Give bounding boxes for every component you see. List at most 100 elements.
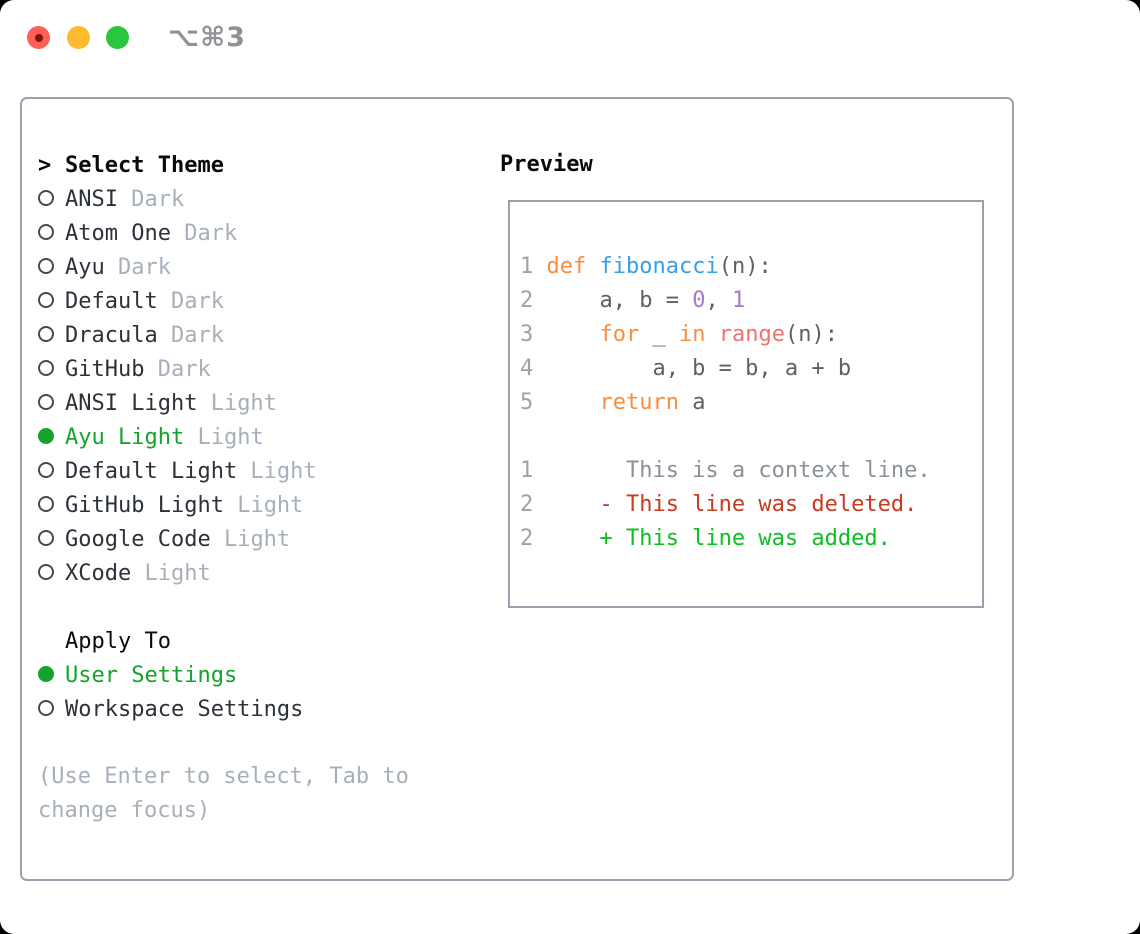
theme-variant-label: Light [197,390,277,416]
radio-unselected-icon [38,221,65,246]
radio-unselected-icon [38,289,65,314]
radio-unselected-icon [38,255,65,280]
option-label: Google Code [65,526,211,552]
radio-selected-icon [38,425,65,450]
apply-to-header: Apply To [38,624,484,658]
theme-option[interactable]: Dracula Dark [38,318,484,352]
code-line [520,420,982,454]
theme-option[interactable]: GitHub Dark [38,352,484,386]
theme-option[interactable]: GitHub Light Light [38,488,484,522]
theme-option[interactable]: ANSI Light Light [38,386,484,420]
theme-variant-label: Light [237,458,317,484]
line-number: 4 [520,356,534,381]
theme-option[interactable]: Default Dark [38,284,484,318]
apply-to-option[interactable]: Workspace Settings [38,692,484,726]
theme-variant-label: Dark [117,186,185,212]
code-line: 2 + This line was added. [520,522,982,556]
code-token: return [599,390,679,415]
theme-variant-label: Dark [104,254,171,280]
radio-selected-icon [38,663,65,688]
code-token: 1 [731,288,746,313]
help-text: (Use Enter to select, Tab to change focu… [38,764,409,823]
option-label: Dracula [65,322,158,348]
code-token: def [546,254,587,279]
code-token: - This line was deleted. [546,492,918,517]
option-label: Ayu [65,254,105,280]
code-token: for [599,322,640,347]
code-token: _ [639,322,679,347]
theme-option[interactable]: Ayu Dark [38,250,484,284]
theme-option[interactable]: XCode Light [38,556,484,590]
radio-unselected-icon [38,697,65,722]
select-theme-header: > Select Theme [38,148,484,182]
line-number: 1 [520,254,534,279]
code-token: in [678,322,706,347]
code-token [546,390,599,415]
code-line: 2 - This line was deleted. [520,488,982,522]
radio-unselected-icon [38,323,65,348]
radio-unselected-icon [38,357,65,382]
theme-variant-label: Dark [170,220,238,246]
code-token: This is a context line. [546,458,931,483]
theme-variant-label: Light [223,492,304,518]
option-label: Atom One [65,220,171,246]
code-line: 1 This is a context line. [520,454,982,488]
theme-variant-label: Light [210,526,291,552]
line-number: 2 [520,288,534,313]
code-token: a, b = b, a + b [546,356,852,381]
radio-unselected-icon [38,187,65,212]
theme-variant-label: Light [184,424,264,450]
line-number: 3 [520,322,534,347]
theme-option[interactable]: Default Light Light [38,454,484,488]
code-token [705,322,718,347]
close-button[interactable] [27,26,50,49]
radio-unselected-icon [38,459,65,484]
theme-variant-label: Light [131,560,211,586]
code-token [586,254,599,279]
option-label: Workspace Settings [65,696,304,722]
option-label: GitHub Light [65,492,224,518]
option-label: GitHub [65,356,145,382]
spacer [38,726,484,760]
radio-unselected-icon [38,493,65,518]
focus-caret-icon: > [38,152,52,178]
option-label: Default [65,288,158,314]
line-number: 2 [520,492,534,517]
theme-option[interactable]: ANSI Dark [38,182,484,216]
radio-unselected-icon [38,561,65,586]
radio-unselected-icon [38,391,65,416]
theme-variant-label: Dark [144,356,211,382]
window-title: ⌥⌘3 [168,22,246,53]
option-label: Default Light [65,458,238,484]
line-number: 2 [520,526,534,551]
code-line: 3 for _ in range(n): [520,318,982,352]
option-label: ANSI Light [65,390,198,416]
theme-option[interactable]: Google Code Light [38,522,484,556]
apply-to-label: Apply To [65,628,171,654]
option-label: User Settings [65,662,238,688]
option-label: XCode [65,560,132,586]
theme-option[interactable]: Ayu Light Light [38,420,484,454]
code-token: (n): [784,322,838,347]
code-line: 2 a, b = 0, 1 [520,284,982,318]
theme-option[interactable]: Atom One Dark [38,216,484,250]
select-theme-label: Select Theme [65,152,224,178]
minimize-button[interactable] [67,26,90,49]
code-line: 4 a, b = b, a + b [520,352,982,386]
spacer [38,590,484,624]
code-line: 5 return a [520,386,982,420]
line-number: 1 [520,458,534,483]
apply-to-option[interactable]: User Settings [38,658,484,692]
radio-unselected-icon [38,527,65,552]
code-token: range [718,322,785,347]
line-number: 5 [520,390,534,415]
code-token: 0 [692,288,706,313]
zoom-button[interactable] [106,26,129,49]
titlebar: ⌥⌘3 [0,0,1140,74]
